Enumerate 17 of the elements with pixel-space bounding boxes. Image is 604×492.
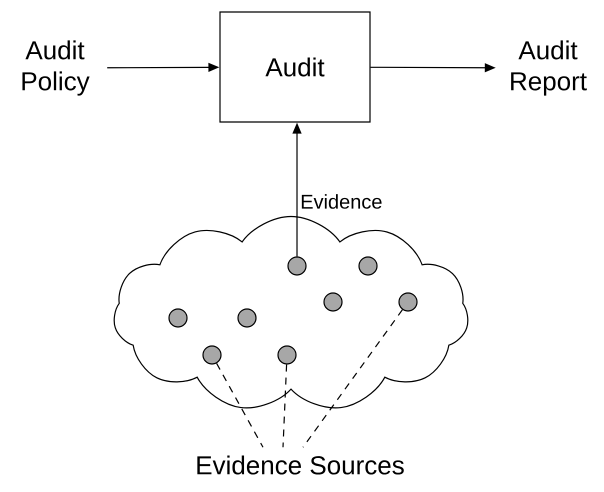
source-dot [358, 256, 378, 276]
caption-label: Evidence Sources [197, 455, 404, 475]
dashed-line [302, 309, 403, 448]
source-dot [398, 292, 418, 312]
dashed-line [282, 364, 288, 448]
source-dot [323, 292, 343, 312]
source-dot [168, 308, 188, 328]
cloud-shape [114, 216, 468, 408]
dashed-line [216, 363, 264, 448]
process-box: Audit [219, 11, 371, 123]
edge-label: Evidence [299, 193, 384, 210]
io-label: Audit Policy [22, 40, 90, 96]
io-label: Audit Report [511, 40, 587, 96]
source-dot [277, 345, 297, 365]
source-dot [237, 308, 257, 328]
source-dot [287, 256, 307, 276]
source-dot [202, 345, 222, 365]
